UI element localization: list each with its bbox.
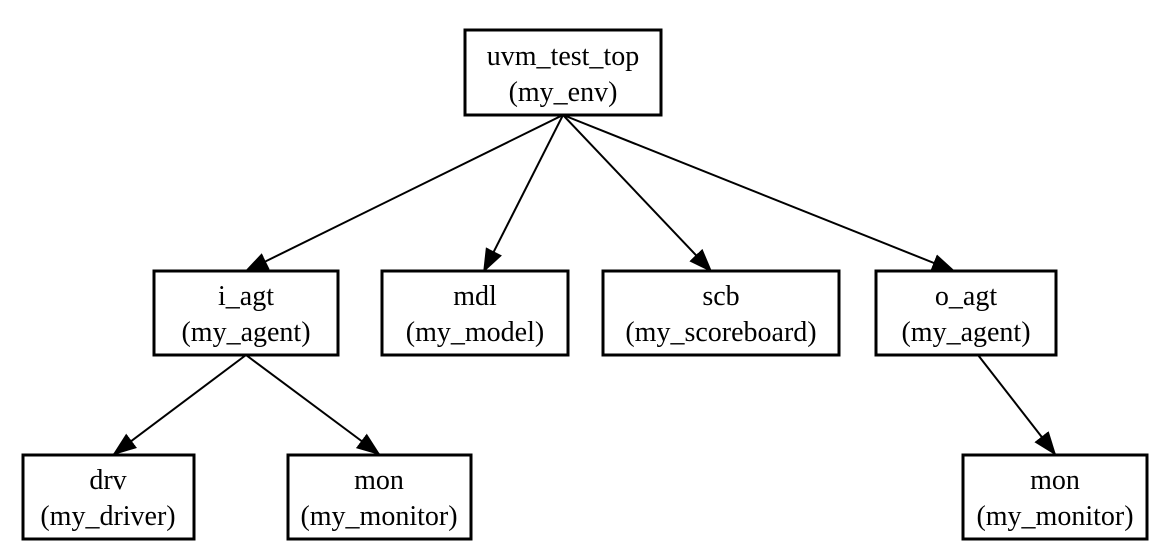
node-type: (my_scoreboard) <box>625 317 816 348</box>
node-i-agt: i_agt (my_agent) <box>152 269 340 357</box>
node-type: (my_monitor) <box>976 501 1133 532</box>
node-name: o_agt <box>935 281 997 312</box>
node-type: (my_env) <box>509 77 618 108</box>
edge-o-agt-to-mon <box>977 354 1057 456</box>
edge-top-to-i-agt <box>244 114 564 272</box>
node-name: mon <box>354 465 404 496</box>
edge-i-agt-to-drv <box>112 354 247 456</box>
node-mon-input: mon (my_monitor) <box>286 453 473 541</box>
node-type: (my_driver) <box>40 501 175 532</box>
node-type: (my_model) <box>406 317 544 348</box>
edge-i-agt-to-mon <box>245 354 381 456</box>
node-type: (my_agent) <box>901 317 1030 348</box>
edge-top-to-o-agt <box>562 114 956 272</box>
node-scb: scb (my_scoreboard) <box>601 269 841 357</box>
node-type: (my_agent) <box>181 317 310 348</box>
edges <box>112 114 1057 456</box>
node-drv: drv (my_driver) <box>21 453 196 541</box>
edge-top-to-scb <box>562 114 713 273</box>
edge-top-to-mdl <box>483 114 564 273</box>
node-name: mdl <box>453 281 497 312</box>
node-mon-output: mon (my_monitor) <box>961 453 1149 541</box>
node-mdl: mdl (my_model) <box>380 269 570 357</box>
node-uvm-test-top: uvm_test_top (my_env) <box>463 28 663 117</box>
node-name: drv <box>89 465 126 496</box>
node-name: uvm_test_top <box>487 41 639 72</box>
node-type: (my_monitor) <box>300 501 457 532</box>
node-o-agt: o_agt (my_agent) <box>874 269 1058 357</box>
node-name: mon <box>1030 465 1080 496</box>
node-name: i_agt <box>218 281 274 312</box>
node-name: scb <box>702 281 739 312</box>
